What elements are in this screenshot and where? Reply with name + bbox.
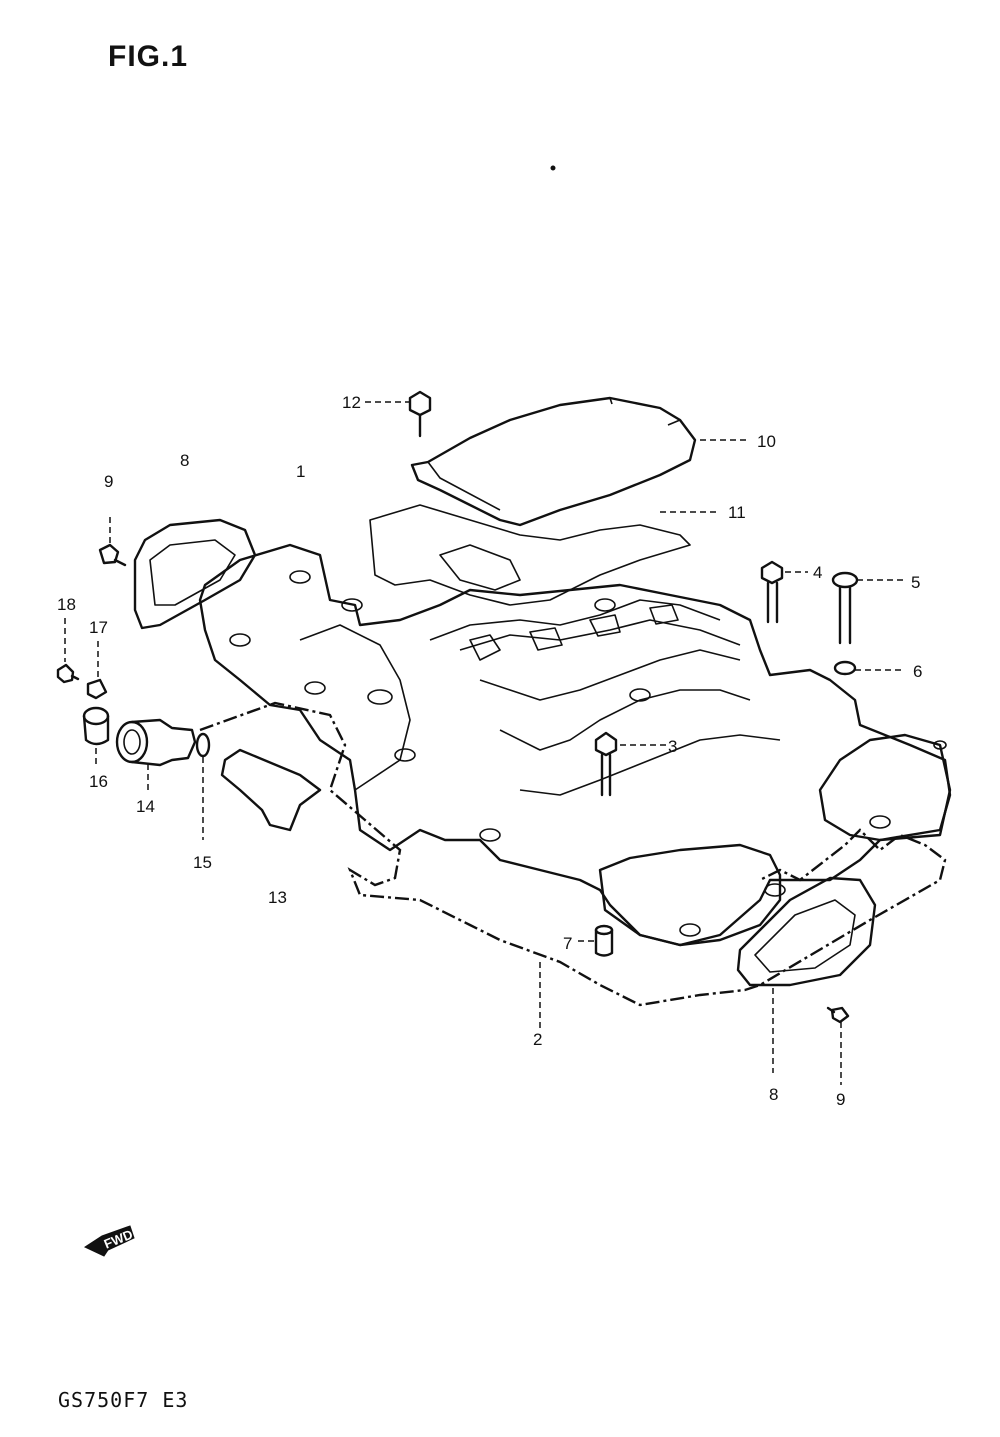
callout-14: 14 <box>136 797 155 816</box>
callout-13: 13 <box>268 888 287 907</box>
head-cover-cam-ridge <box>299 599 781 796</box>
gasket-part-11 <box>369 504 691 606</box>
washer-part-6 <box>833 660 857 676</box>
callout-3: 3 <box>668 737 677 756</box>
callout-labels: 12 10 8 1 11 9 4 5 18 17 6 3 16 14 15 13… <box>57 393 922 1109</box>
callout-1: 1 <box>296 462 305 481</box>
screw-part-9-left <box>98 543 127 567</box>
print-speck <box>550 165 556 171</box>
end-cap-part-8-right-inner <box>754 899 856 973</box>
callout-18: 18 <box>57 595 76 614</box>
oring-part-15 <box>195 732 211 758</box>
callout-8-bottom: 8 <box>769 1085 778 1104</box>
head-cover-plug-wells <box>469 604 679 661</box>
callout-9-left: 9 <box>104 472 113 491</box>
callout-5: 5 <box>911 573 920 592</box>
callout-6: 6 <box>913 662 922 681</box>
head-cover-right-endcap <box>818 733 952 842</box>
screw-part-9-right <box>826 1006 850 1024</box>
callout-9-bottom: 9 <box>836 1090 845 1109</box>
callout-2: 2 <box>533 1030 542 1049</box>
end-cap-part-8-left <box>133 518 257 630</box>
cover-part-10-edge <box>427 397 681 511</box>
gasket-part-11-inner <box>439 544 521 591</box>
callout-8-top: 8 <box>180 451 189 470</box>
bolt-part-4 <box>760 560 784 624</box>
callout-17: 17 <box>89 618 108 637</box>
callout-11: 11 <box>728 503 746 522</box>
bolt-part-5 <box>831 571 859 645</box>
fwd-label: FWD <box>102 1227 135 1252</box>
end-cap-part-8-right <box>736 876 877 987</box>
callout-7: 7 <box>563 934 572 953</box>
clip-part-17 <box>86 678 108 700</box>
head-cover-lower-block <box>598 843 782 947</box>
bolt-part-3 <box>594 731 618 797</box>
head-cover-bosses <box>229 570 947 937</box>
model-code: GS750F7 E3 <box>58 1388 189 1412</box>
end-cap-part-8-left-inner <box>149 539 236 606</box>
bolt-part-12 <box>408 390 432 438</box>
housing-part-14 <box>115 718 197 767</box>
callout-16: 16 <box>89 772 108 791</box>
leader-lines <box>64 401 905 1085</box>
gasket-part-2 <box>199 701 947 1007</box>
forward-direction-arrow: FWD <box>83 1225 135 1257</box>
figure-title: FIG.1 <box>108 40 189 73</box>
screw-part-18 <box>56 663 80 684</box>
cap-part-16 <box>82 706 110 746</box>
callout-4: 4 <box>813 563 822 582</box>
callout-10: 10 <box>757 432 776 451</box>
gasket-part-13 <box>220 748 322 832</box>
head-cover-part-1 <box>198 543 952 947</box>
callout-15: 15 <box>193 853 212 872</box>
cover-part-10 <box>410 396 697 527</box>
callout-12: 12 <box>342 393 361 412</box>
dowel-part-7 <box>594 924 614 957</box>
